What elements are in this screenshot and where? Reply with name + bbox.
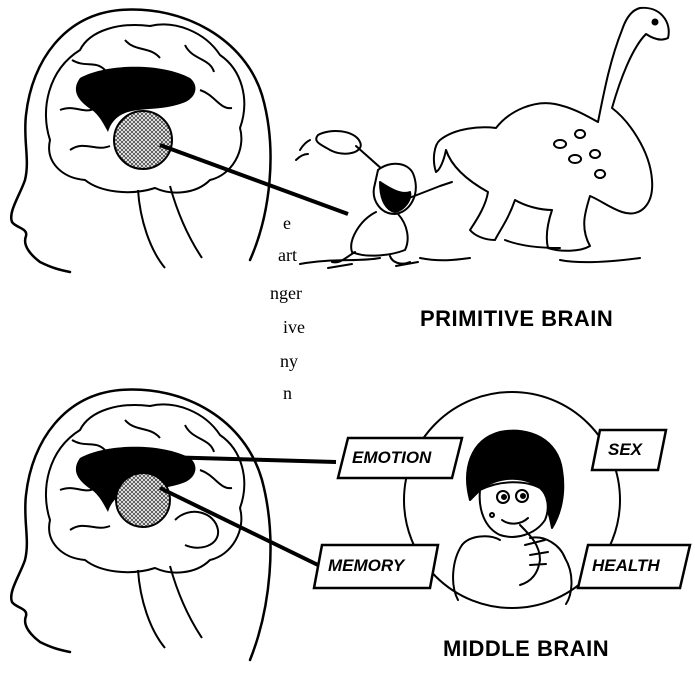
dinosaur-figure <box>434 8 669 262</box>
brainstem-mass-top <box>114 111 172 169</box>
woman-figure <box>453 431 571 604</box>
brainstem-mass-bottom <box>116 473 170 527</box>
tag-emotion-label: EMOTION <box>352 448 431 468</box>
side-text-line-3: nger <box>270 284 302 302</box>
pointer-line-memory <box>160 488 318 565</box>
side-text-line-2: art <box>278 246 297 264</box>
caption-middle-brain: MIDDLE BRAIN <box>443 636 609 662</box>
side-text-line-1: e <box>283 214 291 232</box>
side-text-line-4: ive <box>283 318 305 336</box>
side-text-line-5: ny <box>280 352 298 370</box>
tag-sex-label: SEX <box>608 440 642 460</box>
caption-primitive-brain: PRIMITIVE BRAIN <box>420 306 613 332</box>
pointer-line-primitive <box>160 145 348 214</box>
side-text-line-6: n <box>283 384 292 402</box>
tag-health-label: HEALTH <box>592 556 660 576</box>
tag-memory-label: MEMORY <box>328 556 404 576</box>
